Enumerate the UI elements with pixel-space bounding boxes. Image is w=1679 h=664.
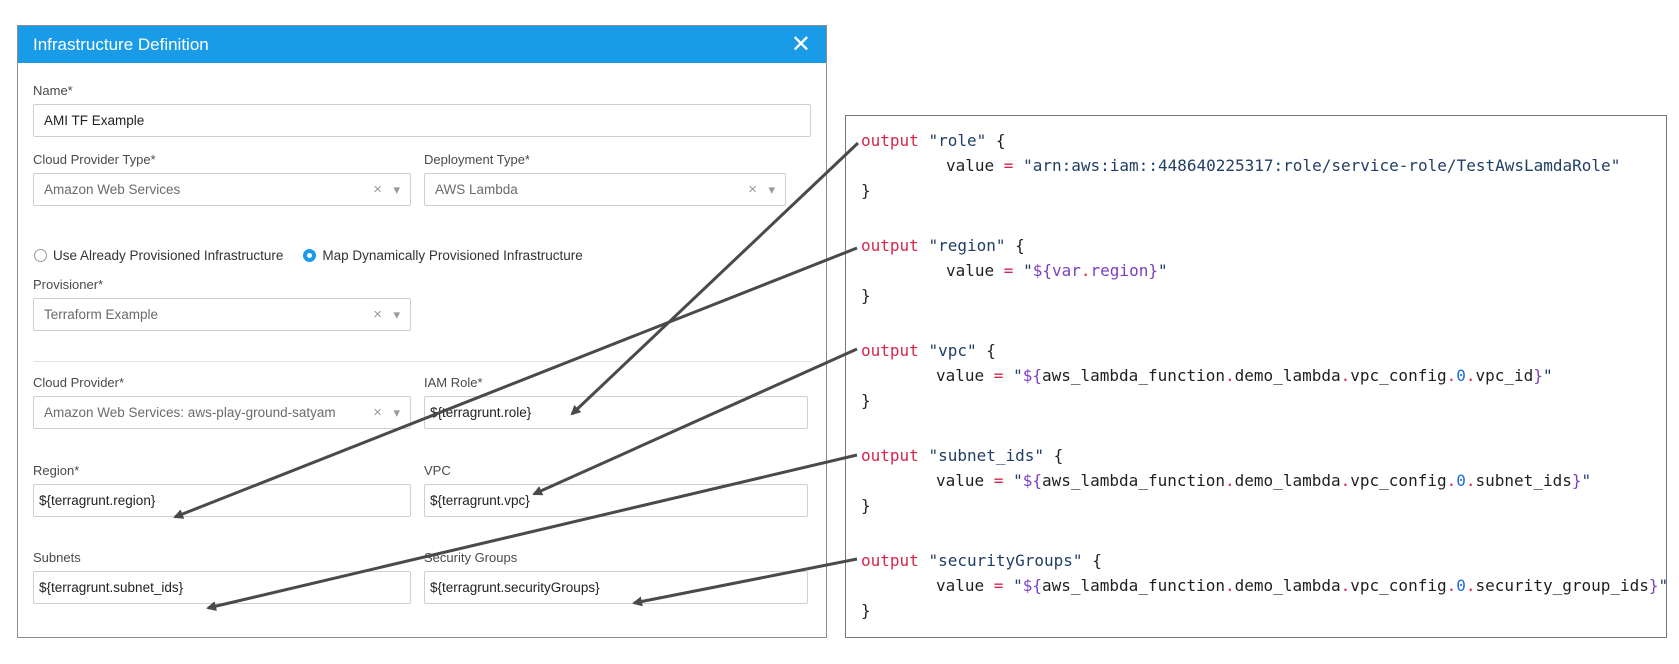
chevron-down-icon[interactable]: ▾ [393,405,400,420]
radio-use-existing-label: Use Already Provisioned Infrastructure [53,248,284,263]
provisioning-radio-group: Use Already Provisioned Infrastructure M… [34,248,583,263]
code-open-brace: { [995,131,1006,150]
dialog-title: Infrastructure Definition [33,34,209,54]
provisioner-select[interactable]: Terraform Example × ▾ [33,298,411,331]
region-label: Region* [33,463,80,478]
cloud-provider-type-label: Cloud Provider Type* [33,152,156,167]
provisioner-value: Terraform Example [44,307,159,322]
code-keyword: output [861,131,919,150]
dialog-header: Infrastructure Definition ✕ [18,26,826,63]
chevron-down-icon[interactable]: ▾ [768,182,775,197]
code-keyword: output [861,341,919,360]
chevron-down-icon[interactable]: ▾ [393,182,400,197]
cloud-provider-value: Amazon Web Services: aws-play-ground-sat… [44,405,336,420]
subnets-input[interactable]: ${terragrunt.subnet_ids} [33,571,411,604]
code-close-brace: } [861,286,871,305]
code-value-subnet-ids: value = "${aws_lambda_function.demo_lamb… [936,471,1592,490]
cloud-provider-type-value: Amazon Web Services [44,182,181,197]
terraform-code-panel: output "role" { value = "arn:aws:iam::44… [845,115,1669,638]
cloud-provider-select[interactable]: Amazon Web Services: aws-play-ground-sat… [33,396,411,429]
code-open-brace: { [1092,551,1102,570]
code-keyword: output [861,446,919,465]
clear-icon[interactable]: × [373,306,382,323]
radio-map-dynamic-label: Map Dynamically Provisioned Infrastructu… [322,248,583,263]
code-output-security-groups: output "securityGroups" { [861,551,1102,570]
code-keyword: output [861,236,919,255]
code-open-brace: { [1015,236,1025,255]
code-output-region: output "region" { [861,236,1025,255]
code-close-brace: } [861,181,871,200]
output-name-role: "role" [928,131,987,150]
radio-map-dynamic[interactable] [303,249,317,262]
close-icon[interactable]: ✕ [790,30,811,58]
code-value-vpc: value = "${aws_lambda_function.demo_lamb… [936,366,1553,385]
radio-use-existing[interactable] [34,249,47,262]
code-value-role: value = "arn:aws:iam::448640225317:role/… [946,156,1621,175]
clear-icon[interactable]: × [373,404,382,421]
code-keyword: output [861,551,919,570]
iam-role-label: IAM Role* [424,375,483,390]
code-output-vpc: output "vpc" { [861,341,996,360]
output-name-subnet-ids: "subnet_ids" [928,446,1045,465]
deployment-type-select[interactable]: AWS Lambda × ▾ [424,173,786,206]
code-output-subnet-ids: output "subnet_ids" { [861,446,1063,465]
code-close-brace: } [861,601,871,620]
vpc-input[interactable]: ${terragrunt.vpc} [424,484,808,517]
subnets-label: Subnets [33,550,81,565]
divider [34,361,812,362]
iam-role-input[interactable]: ${terragrunt.role} [424,396,808,429]
name-label: Name* [33,83,73,98]
code-close-brace: } [861,496,871,515]
region-input[interactable]: ${terragrunt.region} [33,484,411,517]
output-name-vpc: "vpc" [928,341,977,360]
output-name-region: "region" [928,236,1006,255]
provisioner-label: Provisioner* [33,277,104,292]
code-value-region: value = "${var.region}" [946,261,1168,280]
security-groups-label: Security Groups [424,550,518,565]
clear-icon[interactable]: × [748,181,757,198]
code-value-security-groups: value = "${aws_lambda_function.demo_lamb… [936,576,1669,595]
chevron-down-icon[interactable]: ▾ [393,307,400,322]
deployment-type-value: AWS Lambda [435,182,518,197]
code-close-brace: } [861,391,871,410]
security-groups-input[interactable]: ${terragrunt.securityGroups} [424,571,808,604]
code-open-brace: { [986,341,996,360]
code-output-role: output "role" { [861,131,1006,150]
cloud-provider-type-select[interactable]: Amazon Web Services × ▾ [33,173,411,206]
infrastructure-definition-dialog: Infrastructure Definition ✕ Name* AMI TF… [17,25,827,638]
code-open-brace: { [1053,446,1064,465]
clear-icon[interactable]: × [373,181,382,198]
name-input[interactable]: AMI TF Example [33,104,811,137]
cloud-provider-label: Cloud Provider* [33,375,125,390]
vpc-label: VPC [424,463,451,478]
output-name-security-groups: "securityGroups" [928,551,1083,570]
deployment-type-label: Deployment Type* [424,152,530,167]
